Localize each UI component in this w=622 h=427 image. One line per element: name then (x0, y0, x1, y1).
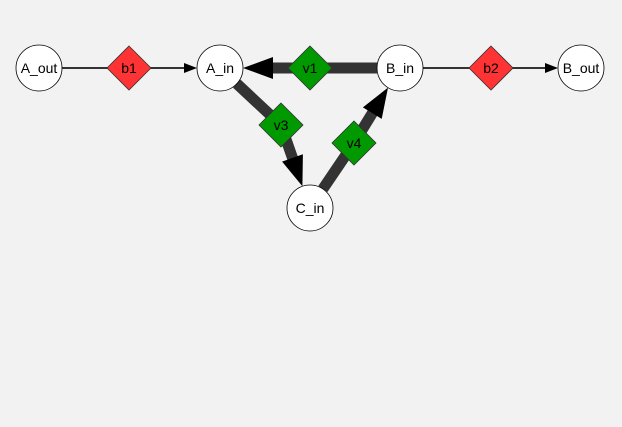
species-circle-A_out (15, 44, 63, 92)
reactions-layer: b1 b2 v1 v3 v4 (106, 45, 514, 166)
reaction-label-v3: v3 (274, 117, 289, 133)
arrowhead-v3-to-C_in (282, 154, 303, 187)
reaction-label-b1: b1 (121, 60, 137, 76)
species-label-B_in: B_in (386, 60, 414, 76)
species-node-A_out[interactable]: A_out (15, 44, 63, 92)
reaction-node-b1[interactable]: b1 (106, 45, 152, 91)
species-circle-A_in (196, 44, 244, 92)
reaction-diamond-b2 (468, 45, 514, 91)
species-label-A_out: A_out (21, 60, 58, 76)
species-label-B_out: B_out (563, 60, 600, 76)
species-circle-C_in (286, 184, 334, 232)
species-circle-B_in (376, 44, 424, 92)
species-circle-B_out (557, 44, 605, 92)
reaction-diamond-v1 (287, 45, 333, 91)
species-label-C_in: C_in (296, 200, 325, 216)
arrowhead-v4-to-B_in (362, 87, 388, 119)
reaction-node-v4[interactable]: v4 (331, 120, 377, 166)
reaction-node-b2[interactable]: b2 (468, 45, 514, 91)
species-node-B_in[interactable]: B_in (376, 44, 424, 92)
species-node-A_in[interactable]: A_in (196, 44, 244, 92)
species-node-B_out[interactable]: B_out (557, 44, 605, 92)
reaction-diamond-b1 (106, 45, 152, 91)
arrowhead-b1-to-A_in (184, 63, 197, 73)
species-label-A_in: A_in (206, 60, 234, 76)
reaction-node-v1[interactable]: v1 (287, 45, 333, 91)
reaction-label-v1: v1 (303, 60, 318, 76)
species-node-C_in[interactable]: C_in (286, 184, 334, 232)
reaction-diamond-v3 (258, 102, 304, 148)
reaction-label-b2: b2 (483, 60, 499, 76)
arrowhead-v1-to-A_in (243, 57, 273, 79)
reaction-label-v4: v4 (347, 135, 362, 151)
reaction-diamond-v4 (331, 120, 377, 166)
reaction-node-v3[interactable]: v3 (258, 102, 304, 148)
arrowhead-b2-to-B_out (545, 63, 558, 73)
